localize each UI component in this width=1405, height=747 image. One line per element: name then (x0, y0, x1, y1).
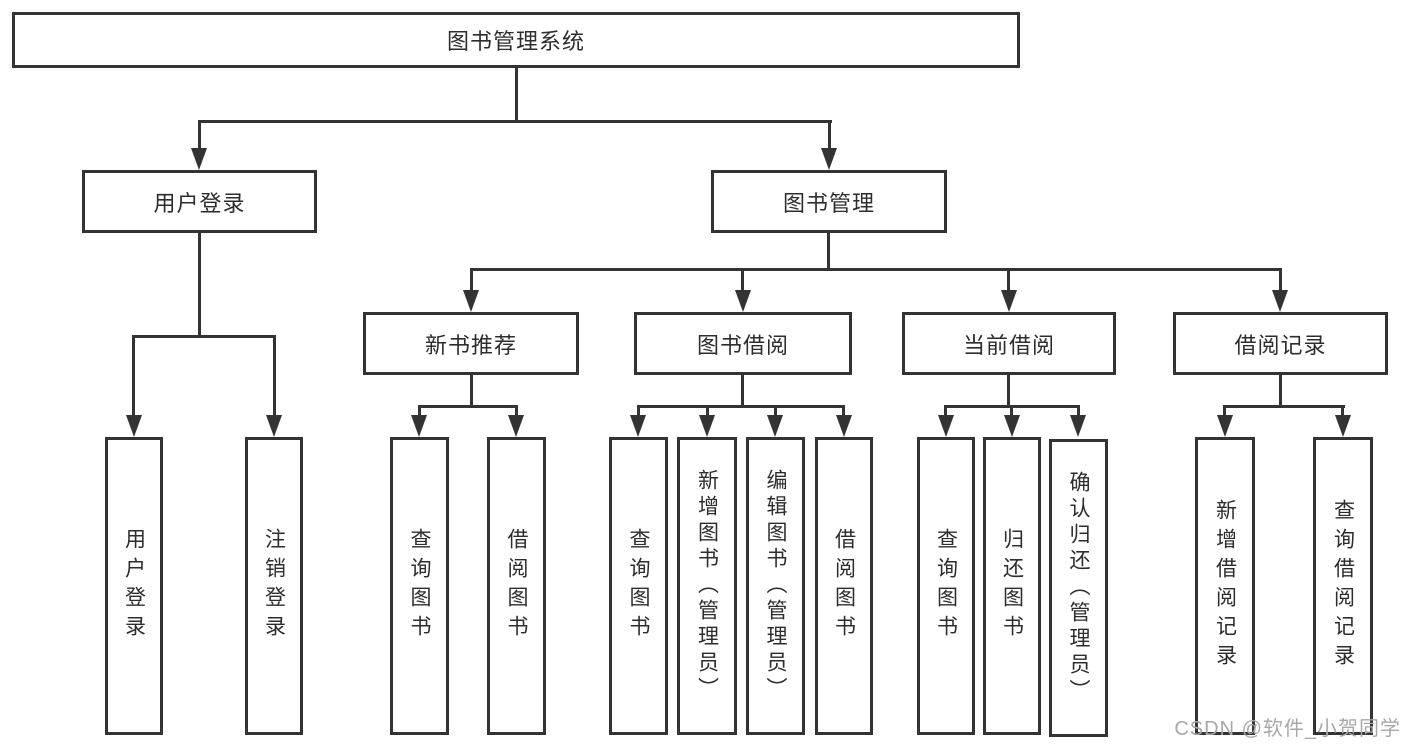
node-leaf-add-borrow-record-label: 新增借阅记录 (1213, 499, 1237, 673)
connector-line (1007, 375, 1010, 405)
connector-line (418, 405, 518, 408)
node-leaf-logout: 注销登录 (245, 437, 303, 735)
node-leaf-return-books: 归还图书 (983, 437, 1041, 735)
connector-line (827, 233, 830, 268)
node-current-borrowing-label: 当前借阅 (962, 332, 1055, 358)
node-borrowing-records-label: 借阅记录 (1234, 332, 1327, 358)
node-root: 图书管理系统 (12, 12, 1020, 68)
node-leaf-query-books-2: 查询图书 (609, 437, 668, 735)
connector-line (515, 405, 518, 417)
arrowhead-down-icon (1001, 290, 1017, 312)
node-leaf-user-login: 用户登录 (105, 437, 163, 735)
arrowhead-down-icon (938, 415, 954, 437)
arrowhead-down-icon (735, 290, 751, 312)
connector-line (515, 68, 518, 120)
connector-line (706, 405, 709, 417)
connector-line (1077, 405, 1080, 417)
node-leaf-add-book-admin-label: 新增图书（管理员） (695, 469, 719, 703)
connector-line (637, 405, 845, 408)
connector-line (1279, 268, 1282, 292)
arrowhead-down-icon (767, 415, 783, 437)
node-current-borrowing: 当前借阅 (902, 312, 1116, 375)
connector-line (198, 233, 201, 335)
connector-line (842, 405, 845, 417)
arrowhead-down-icon (699, 415, 715, 437)
node-leaf-borrow-books-1-label: 借阅图书 (505, 528, 528, 644)
node-leaf-edit-book-admin-label: 编辑图书（管理员） (764, 469, 787, 703)
node-leaf-query-borrow-record-label: 查询借阅记录 (1331, 499, 1355, 673)
connector-line (828, 120, 831, 150)
connector-line (470, 268, 1282, 271)
node-book-management: 图书管理 (711, 170, 947, 233)
arrowhead-down-icon (1070, 415, 1086, 437)
node-book-borrowing-label: 图书借阅 (696, 332, 789, 358)
node-leaf-borrow-books-2-label: 借阅图书 (832, 528, 856, 644)
connector-line (1279, 375, 1282, 405)
node-leaf-edit-book-admin: 编辑图书（管理员） (746, 437, 805, 735)
node-leaf-user-login-label: 用户登录 (122, 528, 146, 644)
csdn-watermark: CSDN @软件_小贺同学 (1174, 718, 1401, 740)
node-leaf-query-books-1-label: 查询图书 (408, 528, 431, 644)
connector-line (132, 335, 276, 338)
arrowhead-down-icon (463, 290, 479, 312)
connector-line (944, 405, 947, 417)
node-user-login: 用户登录 (82, 170, 317, 233)
connector-line (741, 375, 744, 405)
connector-line (470, 268, 473, 292)
arrowhead-down-icon (1335, 415, 1351, 437)
node-leaf-query-books-3-label: 查询图书 (934, 528, 958, 644)
node-leaf-logout-label: 注销登录 (262, 528, 286, 644)
node-leaf-borrow-books-1: 借阅图书 (487, 437, 546, 735)
connector-line (418, 405, 421, 417)
node-borrowing-records: 借阅记录 (1173, 312, 1388, 375)
node-leaf-confirm-return-admin-label: 确认归还（管理员） (1067, 471, 1090, 705)
node-user-login-label: 用户登录 (153, 190, 246, 216)
node-new-book-recommend-label: 新书推荐 (424, 332, 517, 358)
connector-line (774, 405, 777, 417)
node-book-management-label: 图书管理 (782, 190, 875, 216)
connector-line (132, 335, 135, 417)
arrowhead-down-icon (821, 148, 837, 170)
node-leaf-query-books-3: 查询图书 (917, 437, 975, 735)
arrowhead-down-icon (126, 415, 142, 437)
connector-line (273, 335, 276, 417)
node-leaf-borrow-books-2: 借阅图书 (815, 437, 873, 735)
arrowhead-down-icon (1217, 415, 1233, 437)
connector-line (1007, 268, 1010, 292)
arrowhead-down-icon (836, 415, 852, 437)
connector-line (741, 268, 744, 292)
arrowhead-down-icon (1272, 290, 1288, 312)
connector-line (637, 405, 640, 417)
arrowhead-down-icon (630, 415, 646, 437)
connector-line (1223, 405, 1226, 417)
node-leaf-confirm-return-admin: 确认归还（管理员） (1049, 439, 1108, 737)
node-leaf-query-books-1: 查询图书 (390, 437, 449, 735)
connector-line (1010, 405, 1013, 417)
arrowhead-down-icon (508, 415, 524, 437)
node-leaf-add-book-admin: 新增图书（管理员） (677, 437, 737, 735)
arrowhead-down-icon (266, 415, 282, 437)
connector-line (470, 375, 473, 405)
connector-line (198, 120, 832, 123)
node-book-borrowing: 图书借阅 (634, 312, 852, 375)
node-leaf-query-borrow-record: 查询借阅记录 (1313, 437, 1373, 735)
node-new-book-recommend: 新书推荐 (363, 312, 579, 375)
arrowhead-down-icon (1004, 415, 1020, 437)
node-leaf-query-books-2-label: 查询图书 (627, 528, 650, 644)
node-leaf-add-borrow-record: 新增借阅记录 (1195, 437, 1255, 735)
arrowhead-down-icon (411, 415, 427, 437)
node-leaf-return-books-label: 归还图书 (1000, 528, 1024, 644)
node-root-label: 图书管理系统 (446, 29, 585, 54)
arrowhead-down-icon (191, 148, 207, 170)
connector-line (1223, 405, 1345, 408)
connector-line (1341, 405, 1344, 417)
connector-line (198, 120, 201, 150)
